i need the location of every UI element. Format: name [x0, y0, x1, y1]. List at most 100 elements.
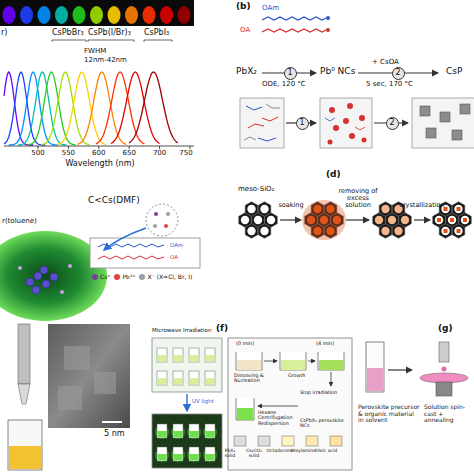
toluene-droplet	[32, 286, 40, 294]
figure-label: 700	[153, 150, 166, 158]
inset-panel	[258, 406, 298, 407]
microwave-setup	[157, 348, 215, 385]
figure-label: Dissolving & Nucleation	[234, 373, 280, 384]
mesoporous-silica	[245, 202, 258, 217]
microwave-setup	[186, 394, 187, 411]
figure-label: C<Cs(DMF)	[88, 196, 140, 206]
step-number: 2	[389, 119, 394, 127]
mesoporous-silica	[461, 216, 469, 224]
figure-label: 5 nm	[104, 430, 125, 439]
figure-label: soaking	[278, 202, 303, 209]
microwave-setup	[157, 424, 167, 438]
vial-photo	[20, 6, 33, 24]
synthesis-stages	[343, 118, 349, 124]
vial-photo	[90, 6, 103, 24]
microwave-setup	[206, 454, 215, 461]
figure-label: OAm	[262, 5, 279, 13]
synthesis-stages	[325, 118, 365, 130]
mesoporous-silica	[375, 216, 383, 224]
figure-label: Octadecene	[267, 449, 290, 454]
toluene-droplet	[60, 290, 64, 294]
figure-label: OA	[240, 27, 250, 35]
microwave-setup	[205, 447, 215, 461]
precursor-droplet	[166, 212, 170, 216]
figure-label: UV light	[192, 398, 214, 404]
mesoporous-silica	[454, 227, 462, 235]
vial-photo	[3, 6, 16, 24]
figure-label: PbX₂	[236, 67, 257, 77]
legend-text: X⁻ (X=Cl, Br, I)	[147, 273, 192, 280]
legend-swatch	[114, 274, 120, 280]
synthesis-stages	[248, 124, 264, 128]
microwave-setup	[189, 348, 199, 362]
synthesis-stages	[359, 115, 365, 121]
figure-label: 12nm-42nm	[84, 57, 127, 65]
microwave-setup	[157, 371, 167, 385]
mesoporous-silica	[260, 205, 268, 213]
process-arrows	[414, 219, 430, 220]
toluene-droplet	[50, 273, 58, 281]
microwave-setup	[173, 424, 183, 438]
microwave-setup	[187, 448, 201, 462]
step-circle: 1	[296, 117, 309, 130]
mesoporous-silica	[444, 229, 448, 233]
inset-panel	[234, 436, 246, 446]
inset-panel	[264, 361, 277, 362]
synthesis-stages	[246, 106, 262, 110]
figure-label: Oleic acid	[314, 449, 338, 454]
microwave-setup	[171, 448, 185, 462]
figure-label: 600	[92, 150, 105, 158]
pipette-vial	[9, 446, 41, 469]
axis	[190, 146, 191, 149]
microwave-setup	[174, 378, 183, 385]
synthesis-stages	[347, 103, 353, 109]
synthesis-stages	[333, 125, 339, 131]
microwave-setup	[206, 378, 215, 385]
mesoporous-silica	[452, 202, 465, 217]
figure-label: CsPb(I/Br)₃	[88, 29, 131, 38]
step-circle: 2	[392, 67, 405, 80]
tem-image	[48, 324, 130, 428]
mesoporous-silica	[392, 224, 405, 239]
synthesis-stages	[328, 103, 367, 145]
synthesis-stages	[266, 104, 280, 108]
mesoporous-silica	[260, 227, 268, 235]
figure-label: (d)	[326, 170, 341, 180]
mesoporous-silica	[401, 216, 409, 224]
microwave-setup	[190, 454, 199, 461]
inset-panel	[331, 372, 332, 386]
inset-panel	[237, 408, 253, 420]
figure-label: ODE, 120 °C	[262, 81, 306, 89]
microwave-setup	[155, 425, 169, 439]
microwave-setup	[174, 454, 183, 461]
synthesis-stages	[258, 138, 276, 141]
mesoporous-silica	[254, 216, 262, 224]
microwave-setup	[205, 424, 215, 438]
inset-panel	[236, 398, 254, 420]
axis	[68, 146, 69, 149]
ligand-molecules	[326, 16, 330, 20]
tem-image	[48, 324, 130, 428]
figure-label: + CsOA	[372, 59, 399, 67]
inset-panel	[236, 352, 262, 370]
legend-swatch	[92, 274, 98, 280]
legend-item: X⁻ (X=Cl, Br, I)	[139, 273, 192, 280]
microwave-setup	[158, 431, 167, 438]
toluene-droplet	[18, 264, 72, 294]
range-brackets	[144, 40, 172, 42]
mesoporous-silica	[245, 224, 258, 239]
tem-image	[58, 346, 116, 410]
vial-photo	[178, 6, 191, 24]
legend-text: Pb²⁺	[122, 273, 135, 280]
inset-panel	[234, 436, 342, 446]
spin-coating	[388, 369, 412, 370]
mesoporous-silica	[379, 202, 392, 217]
ion-legend: Cs⁺Pb²⁺X⁻ (X=Cl, Br, I)	[92, 273, 196, 280]
ligand-molecules	[262, 17, 326, 20]
inset-panel	[258, 436, 270, 446]
injection-arrow	[104, 228, 146, 250]
vial-photo	[38, 6, 51, 24]
microwave-setup	[155, 424, 217, 462]
synthesis-stages	[452, 130, 462, 140]
